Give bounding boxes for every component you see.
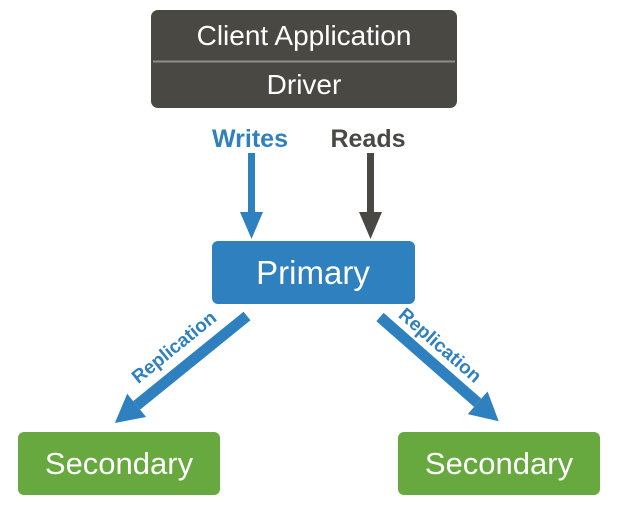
writes-arrow-shaft	[248, 153, 255, 214]
secondary-box-right	[398, 432, 600, 495]
primary-node: Primary	[212, 241, 415, 304]
reads-arrow	[359, 153, 382, 239]
primary-label: Primary	[256, 254, 370, 291]
writes-arrow	[240, 153, 263, 239]
client-driver-node: Client Application Driver	[151, 10, 457, 108]
secondary-node-right: Secondary	[398, 432, 600, 495]
writes-label: Writes	[212, 125, 288, 153]
replication-arrow-left-shaft	[133, 311, 251, 410]
writes-arrow-head	[240, 212, 263, 239]
replication-arrow-right-shaft	[376, 312, 482, 407]
replication-arrow-left-head	[114, 393, 147, 423]
client-application-label: Client Application	[197, 20, 412, 51]
replication-arrow-left	[114, 311, 251, 423]
client-driver-box	[151, 10, 457, 108]
reads-arrow-shaft	[367, 153, 374, 214]
replication-arrow-right-head	[467, 391, 499, 422]
reads-label: Reads	[330, 125, 405, 153]
secondary-label-left: Secondary	[45, 446, 194, 481]
secondary-label-right: Secondary	[425, 446, 574, 481]
primary-box	[212, 241, 415, 304]
secondary-node-left: Secondary	[18, 432, 220, 495]
secondary-box-left	[18, 432, 220, 495]
driver-label: Driver	[267, 69, 342, 100]
replication-arrow-right	[376, 312, 499, 422]
reads-arrow-head	[359, 212, 382, 239]
